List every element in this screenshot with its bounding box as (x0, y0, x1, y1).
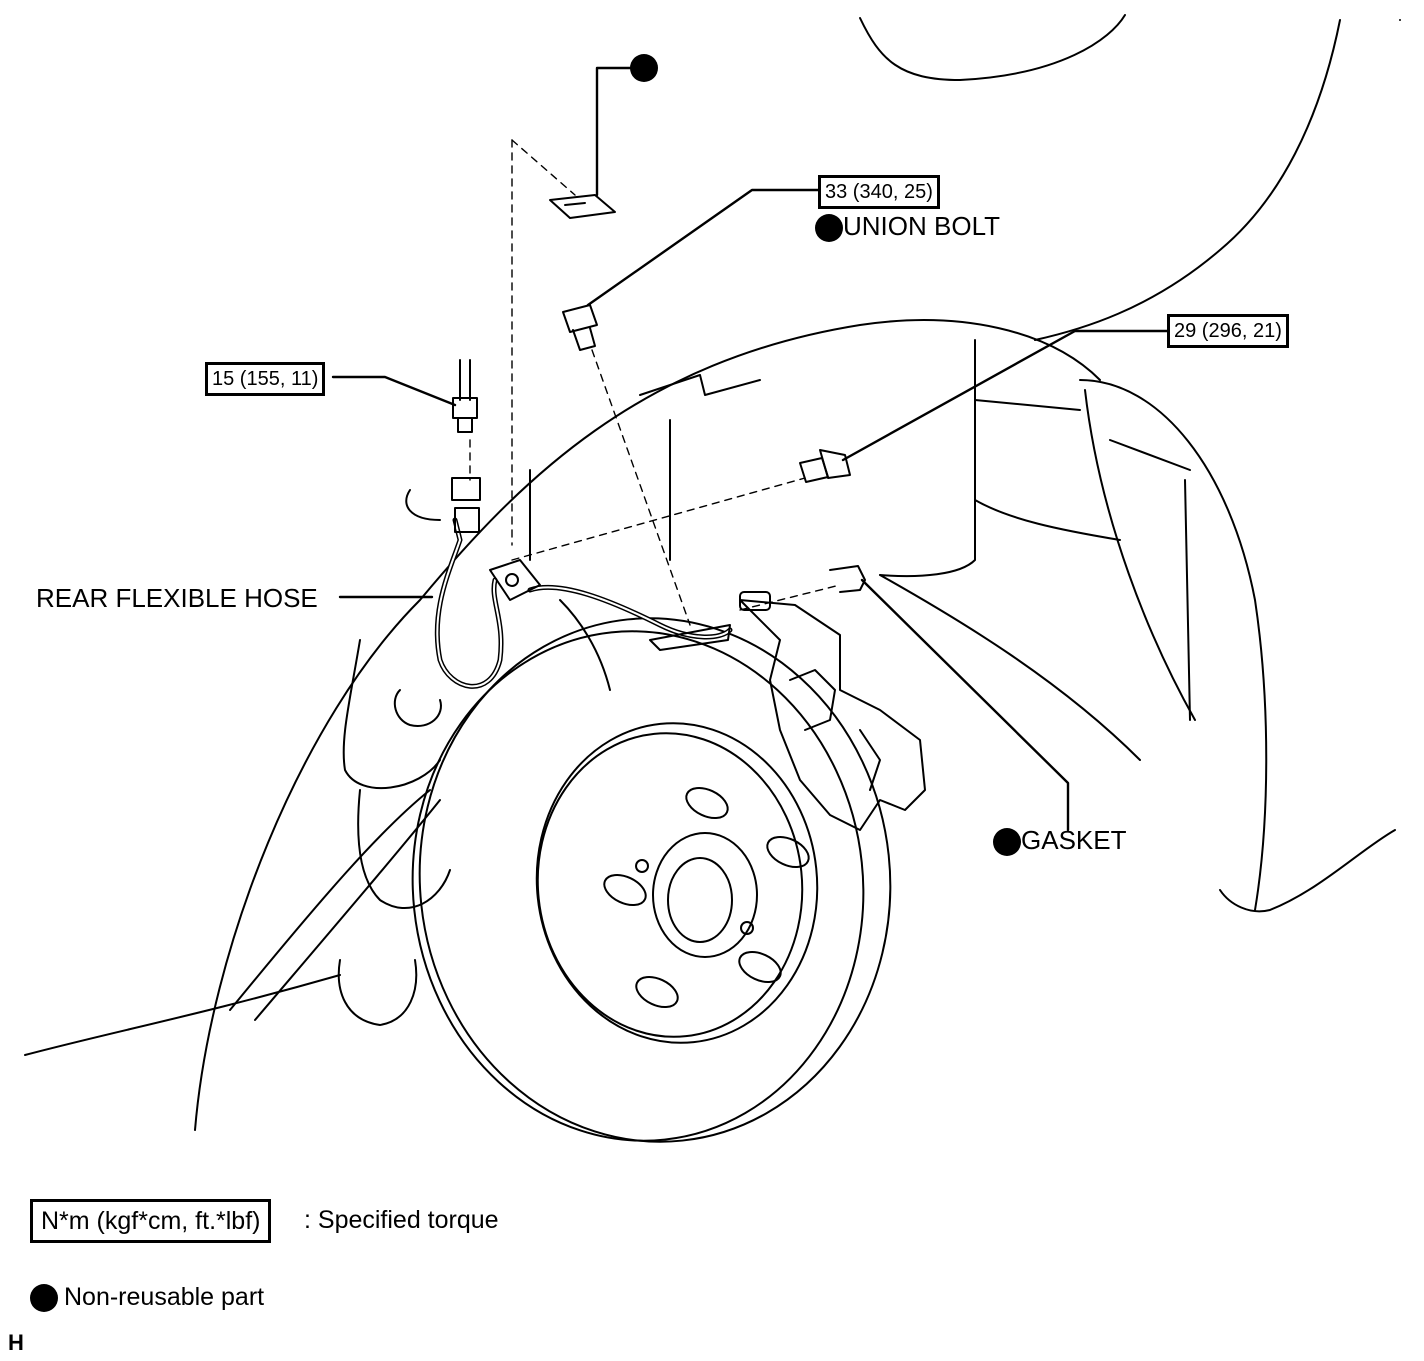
leader-lines (331, 66, 1170, 832)
gasket-label: GASKET (993, 825, 1127, 857)
nonreusable-dot-icon (993, 828, 1021, 857)
nonreusable-dot-icon (30, 1284, 58, 1313)
brake-caliper (739, 591, 926, 831)
union-bolt-text: UNION BOLT (843, 211, 1000, 241)
knuckle-assembly (229, 489, 611, 1026)
legend-nonreusable-text: Non-reusable part (64, 1283, 265, 1311)
nonreusable-dot-icon (815, 214, 843, 243)
clip-part (549, 194, 616, 219)
union-bolt-label: UNION BOLT (815, 211, 1000, 243)
gasket-text: GASKET (1021, 825, 1127, 855)
corner-marker: H (8, 1330, 24, 1355)
body-panel-outline (24, 14, 1401, 1131)
legend-nonreusable: Non-reusable part (30, 1282, 265, 1313)
legend-torque-desc: : Specified torque (304, 1206, 499, 1234)
rear-flexible-hose-label: REAR FLEXIBLE HOSE (36, 583, 318, 613)
nonreusable-markers (630, 54, 658, 82)
clip-nonreusable-dot (630, 54, 658, 82)
legend-torque-box: N*m (kgf*cm, ft.*lbf) (30, 1199, 272, 1243)
gasket-part (829, 565, 866, 593)
rear-flexible-hose (434, 517, 733, 689)
alignment-lines (469, 139, 841, 626)
brake-rotor (411, 617, 892, 1143)
union-bolt-part (562, 304, 598, 351)
torque-callout-caliper-bolt: 29 (296, 21) (1167, 314, 1289, 348)
torque-callout-brake-line: 15 (155, 11) (205, 362, 326, 396)
brake-line-fitting (451, 359, 481, 533)
caliper-bolt-part (799, 449, 851, 483)
torque-callout-union-bolt: 33 (340, 25) (818, 175, 940, 209)
